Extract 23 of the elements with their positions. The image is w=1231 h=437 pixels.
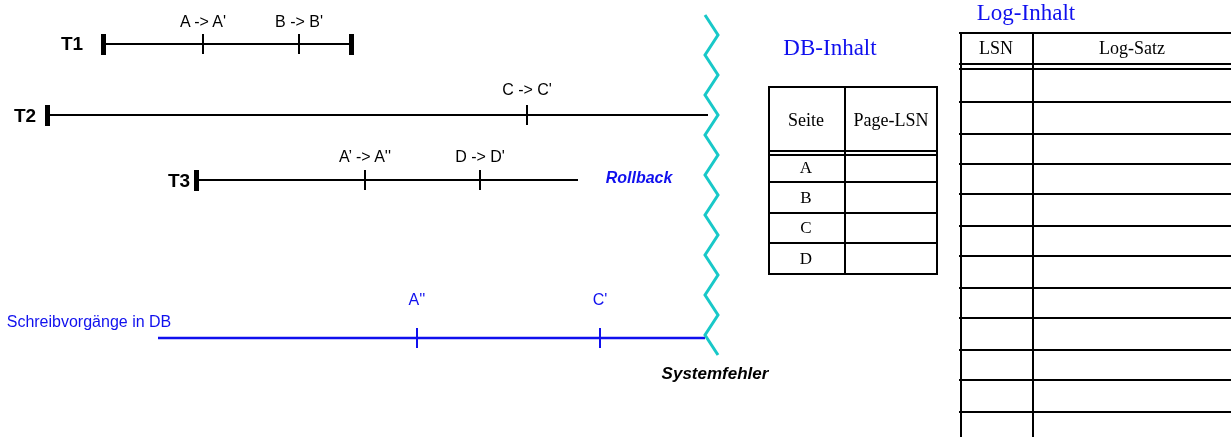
- table-title: DB-Inhalt: [782, 35, 878, 61]
- row-label: D: [798, 249, 814, 269]
- event-label: A'': [407, 291, 427, 309]
- timeline-label: T1: [59, 33, 85, 55]
- event-label: C': [591, 291, 609, 309]
- column-header: Page-LSN: [852, 110, 930, 130]
- table-title: Log-Inhalt: [975, 0, 1077, 26]
- row-label: B: [799, 188, 813, 208]
- timeline-label: T3: [166, 170, 192, 192]
- event-label: D -> D': [454, 148, 506, 166]
- column-header: Seite: [787, 110, 825, 130]
- event-label: B -> B': [274, 13, 324, 31]
- column-header: Log-Satz: [1098, 38, 1166, 58]
- rollback-label: Rollback: [604, 169, 674, 187]
- timeline-label: T2: [12, 105, 38, 127]
- write-operations-label: Schreibvorgänge in DB: [5, 313, 173, 331]
- system-failure-label: Systemfehler: [660, 364, 770, 384]
- event-label: C -> C': [501, 81, 553, 99]
- event-label: A -> A': [178, 13, 228, 31]
- row-label: C: [799, 218, 813, 238]
- column-header: LSN: [978, 38, 1014, 58]
- row-label: A: [798, 158, 814, 178]
- event-label: A’ -> A'': [338, 148, 392, 166]
